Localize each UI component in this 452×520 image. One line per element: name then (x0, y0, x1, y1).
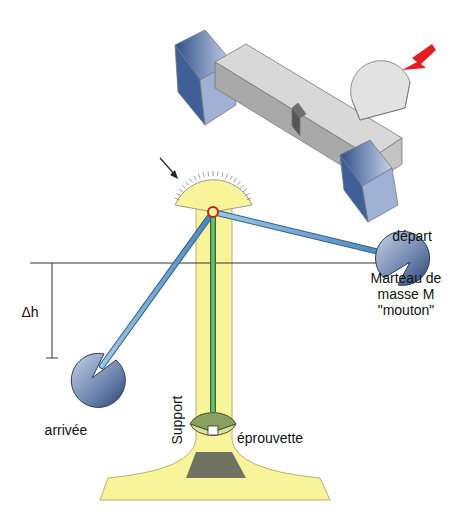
start-label: départ (392, 228, 432, 244)
scale-tick (208, 171, 210, 176)
height-bracket (52, 263, 53, 358)
scale-tick (186, 182, 189, 186)
scale-tick (176, 193, 180, 195)
specimen-3d (175, 30, 410, 222)
scale-tick (203, 172, 204, 177)
scale-tick (247, 198, 252, 200)
arm-end (102, 212, 213, 366)
pivot (208, 207, 218, 217)
scale-tick (230, 176, 232, 180)
arm-start (213, 212, 396, 256)
anvil-block (186, 452, 246, 478)
scale-tick (240, 185, 244, 188)
arm-rest (210, 212, 216, 412)
arm-start (213, 212, 396, 256)
scale-ticks (174, 171, 251, 200)
hammer-rest (190, 424, 236, 435)
end-label: arrivée (45, 422, 88, 438)
support-label: Support (170, 395, 186, 444)
support-frame (100, 205, 330, 500)
scale-tick (234, 178, 237, 182)
specimen (208, 426, 218, 435)
scale-tick (222, 172, 223, 177)
arm-end (102, 212, 213, 366)
height-bracket (46, 358, 58, 359)
scale-tick (174, 198, 179, 200)
scale-tick (243, 189, 247, 192)
scale-tick (237, 182, 240, 186)
scale-tick (213, 171, 214, 176)
arm-rest (211, 212, 215, 412)
hammer-label: Marteau de masse M "mouton" (363, 270, 449, 318)
scale-tick (189, 178, 192, 182)
scale-tick (182, 185, 186, 188)
scale-tick (198, 174, 200, 179)
scale-tick (217, 171, 219, 176)
force-arrow (402, 44, 436, 70)
scale-tick (226, 174, 228, 179)
scale-tick (194, 176, 196, 180)
height-label: Δh (21, 304, 38, 320)
reference-line (30, 263, 426, 264)
hammer-end (71, 353, 125, 407)
scale-tick (245, 193, 249, 195)
specimen-label: éprouvette (237, 430, 303, 446)
scale-tick (179, 189, 183, 192)
pointer-arrowhead (170, 170, 178, 179)
